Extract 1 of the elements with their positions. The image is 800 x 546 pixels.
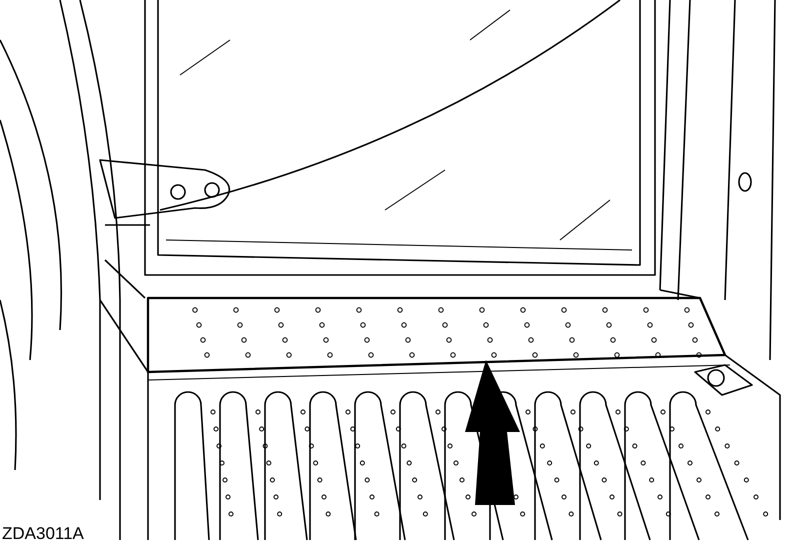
figure-code: ZDA3011A [2, 524, 84, 544]
